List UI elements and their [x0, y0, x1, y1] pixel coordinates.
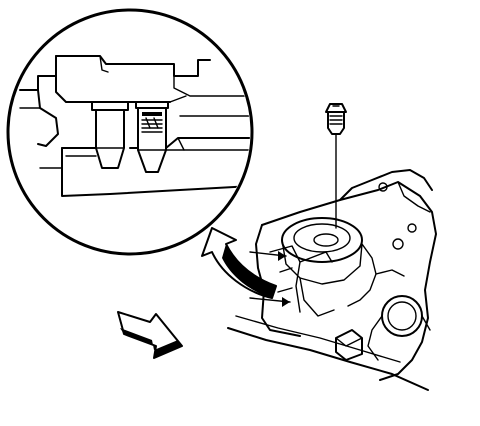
- threaded-plug: [137, 107, 167, 173]
- detail-magnifier-circle: [6, 8, 254, 256]
- rotation-arrow: [201, 227, 277, 299]
- hole-plug: [325, 103, 347, 135]
- direction-arrow: [117, 311, 183, 359]
- engine-block: [227, 169, 437, 391]
- pointer-arrows: [249, 251, 291, 307]
- old-plug: [95, 109, 125, 169]
